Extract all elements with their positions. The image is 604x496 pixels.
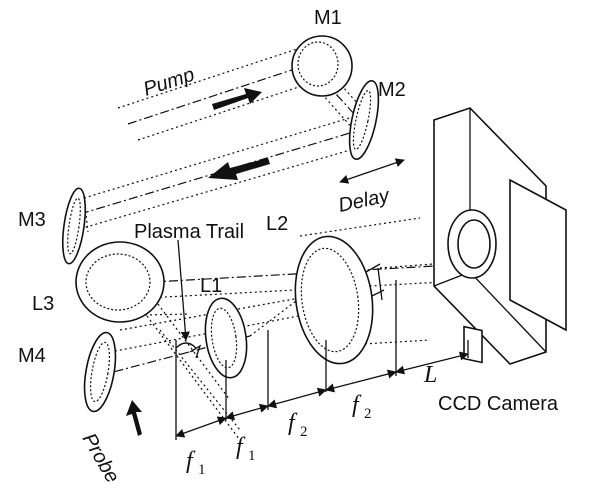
mirror-m1 [291, 35, 353, 97]
svg-text:1: 1 [248, 448, 256, 464]
label-L: L [423, 362, 437, 388]
label-delay: Delay [336, 185, 392, 217]
label-pump: Pump [141, 64, 197, 101]
label-f1-second: f 1 [236, 434, 256, 464]
svg-text:2: 2 [364, 406, 372, 422]
plasma-trail-marker [175, 342, 202, 359]
svg-text:2: 2 [300, 424, 308, 440]
pump-direction-arrow-out [208, 158, 270, 180]
svg-text:f: f [236, 434, 246, 460]
pump-direction-arrow-in [212, 88, 262, 110]
label-f1-first: f 1 [186, 448, 206, 478]
label-l2: L2 [266, 213, 288, 235]
label-f2-second: f 2 [352, 392, 372, 422]
label-plasma-trail: Plasma Trail [134, 221, 244, 243]
probe-direction-arrow [126, 400, 142, 436]
delay-arrow [339, 158, 405, 184]
svg-text:f: f [288, 410, 298, 436]
label-probe: Probe [78, 430, 124, 487]
label-l1: L1 [200, 275, 222, 297]
lens-l1 [204, 297, 248, 379]
svg-text:f: f [186, 448, 196, 474]
label-m4: M4 [18, 345, 46, 367]
mirror-m4 [83, 331, 117, 413]
mirror-m3 [61, 187, 87, 265]
label-l3: L3 [32, 293, 54, 315]
plasma-trail-leader [177, 239, 190, 341]
label-m2: M2 [378, 79, 406, 101]
label-ccd-camera: CCD Camera [438, 393, 559, 415]
pump-beam [75, 47, 365, 231]
label-m1: M1 [314, 7, 342, 29]
label-f2-first: f 2 [288, 410, 308, 440]
ccd-camera [433, 107, 567, 365]
dimension-lines [175, 280, 469, 440]
lens-l3 [75, 241, 165, 323]
aperture-icon [365, 263, 385, 301]
svg-text:f: f [352, 392, 362, 418]
label-m3: M3 [18, 209, 46, 231]
lens-l2 [294, 235, 374, 365]
svg-text:1: 1 [198, 462, 206, 478]
